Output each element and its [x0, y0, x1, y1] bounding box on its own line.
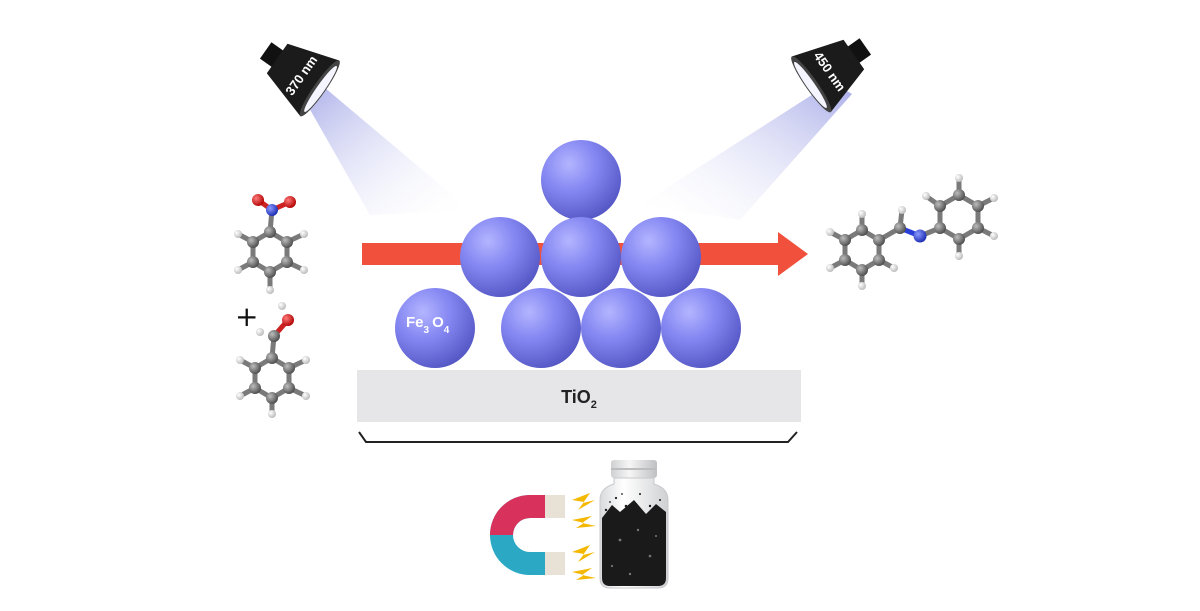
- bracket: [358, 431, 798, 443]
- fe3o4-sphere: [541, 217, 621, 297]
- fe3o4-sphere: [460, 217, 540, 297]
- fe3o4-sphere: [621, 217, 701, 297]
- plus-sign: +: [235, 300, 258, 333]
- powder-bottle-icon: [599, 460, 669, 589]
- imine-product-molecule-icon: [826, 174, 998, 290]
- nitrobenzene-molecule-icon: [234, 194, 308, 294]
- benzyl-alcohol-molecule-icon: [236, 302, 310, 418]
- tio2-label: TiO2: [561, 387, 597, 411]
- fe3o4-sphere: [541, 140, 621, 220]
- fe3o4-sphere: [661, 288, 741, 368]
- light-beam-left: [300, 82, 470, 215]
- spark-icon: [572, 493, 596, 580]
- light-beam-right: [640, 82, 852, 220]
- lamp-450-icon: 450 nm: [791, 38, 872, 113]
- fe3o4-sphere: [501, 288, 581, 368]
- fe3o4-sphere: [395, 288, 475, 368]
- tio2-support: TiO2: [357, 370, 801, 422]
- fe3o4-sphere: [581, 288, 661, 368]
- magnet-icon: [490, 495, 565, 575]
- lamp-370-icon: 370 nm: [259, 42, 340, 117]
